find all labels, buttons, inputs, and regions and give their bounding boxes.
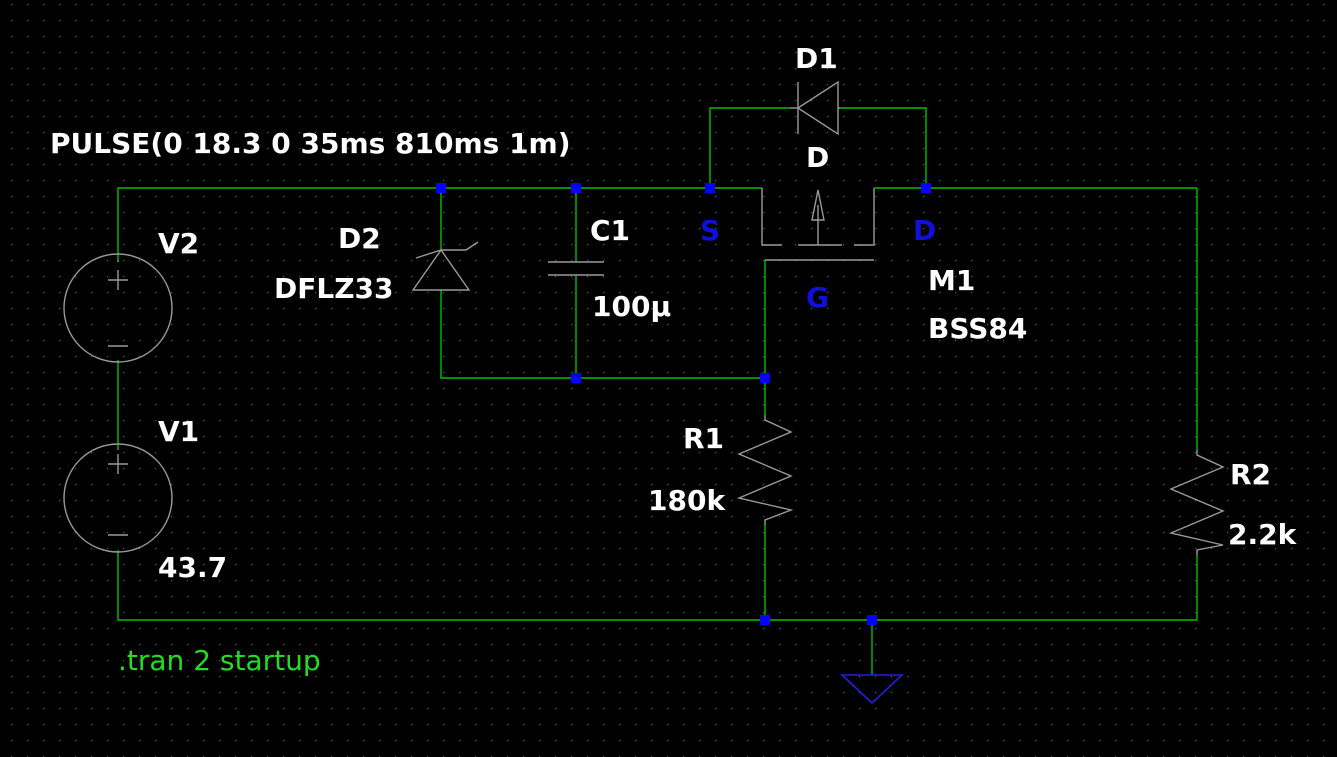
resistor-icon[interactable] [736, 415, 794, 525]
junction-dot [705, 183, 715, 193]
d2-name-label[interactable]: D2 [338, 222, 381, 255]
wire-top-rail[interactable] [117, 187, 762, 260]
r1-value-label[interactable]: 180k [648, 484, 726, 517]
spice-directive[interactable]: .tran 2 startup [118, 644, 321, 677]
junction-dot [436, 183, 446, 193]
d1-name-label[interactable]: D1 [795, 42, 838, 75]
c1-name-label[interactable]: C1 [590, 214, 630, 247]
r2-value-label[interactable]: 2.2k [1228, 518, 1298, 551]
junction-dot [760, 615, 770, 625]
diode-icon[interactable] [790, 80, 840, 136]
m1-drain-pin-label: D [913, 214, 936, 247]
junction-dot [571, 373, 581, 383]
d1-model-label[interactable]: D [806, 141, 829, 174]
v1-name-label[interactable]: V1 [158, 415, 199, 448]
voltage-source-icon[interactable] [63, 253, 173, 363]
wire-d1-left[interactable] [709, 107, 790, 188]
m1-model-label[interactable]: BSS84 [928, 312, 1027, 345]
junction-dot [760, 373, 770, 383]
d2-model-label[interactable]: DFLZ33 [274, 272, 393, 305]
junctions [436, 183, 931, 625]
v2-name-label[interactable]: V2 [158, 227, 199, 260]
m1-source-pin-label: S [700, 214, 720, 247]
v2-value-label[interactable]: PULSE(0 18.3 0 35ms 810ms 1m) [50, 127, 571, 160]
zener-diode-icon[interactable] [411, 241, 479, 291]
voltage-source-icon[interactable] [63, 443, 173, 553]
m1-gate-pin-label: G [806, 281, 829, 314]
ground-icon[interactable] [839, 674, 905, 705]
r1-name-label[interactable]: R1 [683, 422, 724, 455]
pmos-icon[interactable] [761, 188, 875, 261]
wire-d2-bottom[interactable] [440, 290, 765, 379]
junction-dot [921, 183, 931, 193]
m1-name-label[interactable]: M1 [928, 264, 975, 297]
capacitor-icon[interactable] [548, 261, 604, 276]
junction-dot [571, 183, 581, 193]
v1-value-label[interactable]: 43.7 [158, 551, 227, 584]
junction-dot [867, 615, 877, 625]
wire-bottom-rail[interactable] [117, 550, 1197, 621]
r2-name-label[interactable]: R2 [1230, 458, 1271, 491]
wire-d1-right[interactable] [840, 107, 927, 188]
resistor-icon[interactable] [1168, 450, 1225, 555]
c1-value-label[interactable]: 100µ [592, 290, 671, 323]
wires [117, 107, 1198, 675]
